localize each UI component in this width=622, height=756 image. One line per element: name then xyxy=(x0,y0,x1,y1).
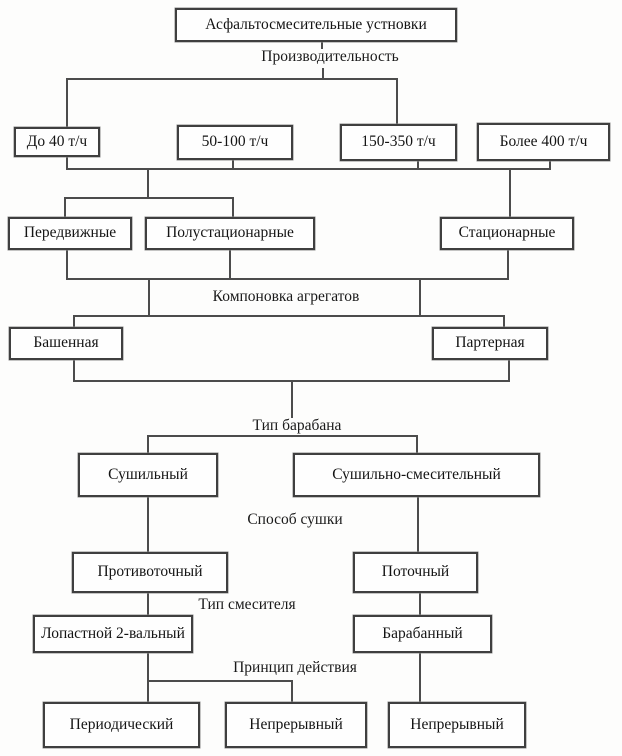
connector xyxy=(147,653,149,682)
label-mixer-type: Тип смесителя xyxy=(198,596,296,613)
node-mixer-paddle: Лопастной 2-вальный xyxy=(33,615,193,653)
connector xyxy=(322,68,324,79)
node-drying-parallel: Поточный xyxy=(353,552,478,593)
node-semi-stationary: Полустационарные xyxy=(145,217,315,250)
label-operating-principle: Принцип действия xyxy=(233,659,357,676)
connector xyxy=(419,593,421,615)
node-layout-tower: Башенная xyxy=(9,327,123,360)
node-principle-continuous-right: Непрерывный xyxy=(388,702,526,748)
connector xyxy=(549,161,551,169)
connector xyxy=(147,435,418,437)
connector xyxy=(416,435,418,453)
connector xyxy=(148,278,150,316)
connector xyxy=(147,497,149,552)
node-capacity-upto40: До 40 т/ч xyxy=(14,127,100,157)
connector xyxy=(232,160,234,169)
node-mixer-drum: Барабанный xyxy=(353,615,492,653)
connector xyxy=(417,161,419,169)
connector xyxy=(419,653,421,702)
connector xyxy=(66,278,509,280)
node-capacity-150-350: 150-350 т/ч xyxy=(340,124,457,161)
connector xyxy=(66,157,68,169)
node-mobile: Передвижные xyxy=(8,217,132,250)
node-principle-batch: Периодический xyxy=(43,702,200,748)
connector xyxy=(321,42,323,49)
connector xyxy=(66,78,68,127)
label-drying-method: Способ сушки xyxy=(247,511,343,528)
node-capacity-50-100: 50-100 т/ч xyxy=(177,125,293,160)
connector xyxy=(509,168,511,217)
connector xyxy=(64,197,234,199)
connector xyxy=(147,680,293,682)
node-capacity-over400: Более 400 т/ч xyxy=(477,123,610,161)
connector xyxy=(147,680,149,702)
node-layout-ground: Партерная xyxy=(432,327,548,360)
node-drum-drying-mixing: Сушильно-смесительный xyxy=(293,453,540,497)
connector xyxy=(147,593,149,615)
connector xyxy=(419,278,421,316)
connector xyxy=(64,197,66,217)
connector xyxy=(66,250,68,279)
connector xyxy=(66,168,551,170)
connector xyxy=(417,497,419,552)
node-stationary: Стационарные xyxy=(440,217,574,250)
node-principle-continuous-left: Непрерывный xyxy=(225,702,367,748)
label-unit-layout: Компоновка агрегатов xyxy=(212,288,360,305)
label-productivity: Производительность xyxy=(261,48,399,65)
connector xyxy=(508,360,510,382)
node-drying-counterflow: Противоточный xyxy=(72,552,228,593)
connector xyxy=(507,250,509,279)
connector xyxy=(147,435,149,453)
connector xyxy=(66,78,398,80)
connector xyxy=(73,315,505,317)
connector xyxy=(229,250,231,279)
connector xyxy=(147,168,149,198)
node-drum-drying: Сушильный xyxy=(78,453,218,497)
connector xyxy=(291,680,293,702)
connector xyxy=(291,380,293,418)
connector xyxy=(503,315,505,327)
label-drum-type: Тип барабана xyxy=(252,417,342,434)
connector xyxy=(396,78,398,124)
connector xyxy=(73,360,75,382)
connector xyxy=(73,315,75,327)
node-root: Асфальтосмесительные устновки xyxy=(175,8,457,42)
connector xyxy=(232,197,234,217)
